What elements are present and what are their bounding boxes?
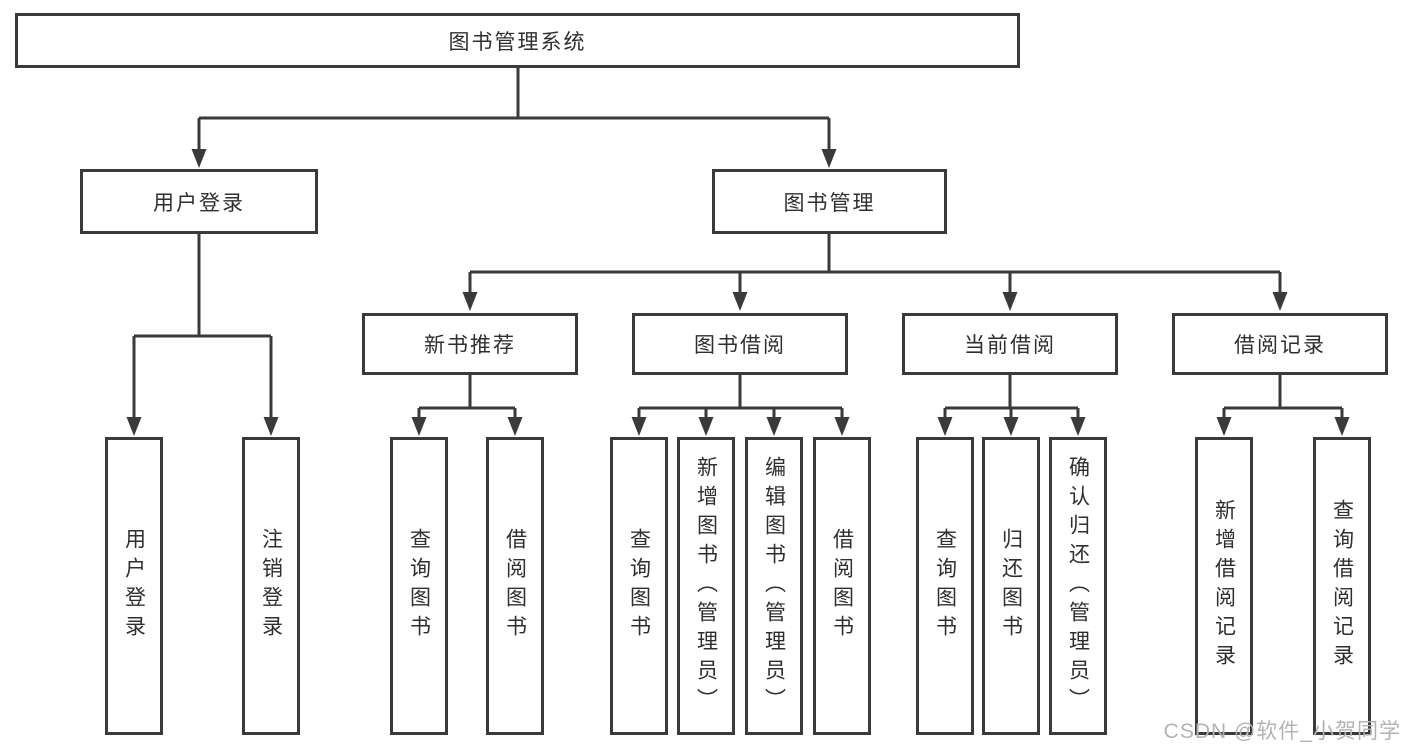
leaf-borrow-books-1: 借阅图书 bbox=[486, 437, 544, 735]
node-new-book-recommendation: 新书推荐 bbox=[362, 313, 578, 375]
node-borrowing-records: 借阅记录 bbox=[1172, 313, 1388, 375]
arrowheads bbox=[126, 149, 1350, 436]
leaf-return-books: 归还图书 bbox=[982, 437, 1040, 735]
leaf-edit-books-admin: 编辑图书（管理员） bbox=[745, 437, 803, 735]
leaf-borrow-books-1-label: 借阅图书 bbox=[503, 528, 527, 644]
leaf-query-books-3-label: 查询图书 bbox=[933, 528, 957, 644]
leaf-confirm-return-admin-label: 确认归还（管理员） bbox=[1066, 455, 1090, 717]
leaf-query-books-1: 查询图书 bbox=[390, 437, 448, 735]
leaf-edit-books-admin-label: 编辑图书（管理员） bbox=[762, 455, 786, 717]
node-user-login-branch: 用户登录 bbox=[80, 169, 318, 234]
node-root-system: 图书管理系统 bbox=[15, 13, 1020, 68]
leaf-user-login-label: 用户登录 bbox=[122, 528, 146, 644]
leaf-return-books-label: 归还图书 bbox=[999, 528, 1023, 644]
leaf-add-books-admin-label: 新增图书（管理员） bbox=[694, 455, 718, 717]
leaf-query-books-2: 查询图书 bbox=[610, 437, 668, 735]
leaf-user-login: 用户登录 bbox=[105, 437, 163, 735]
leaf-logout-label: 注销登录 bbox=[259, 528, 283, 644]
node-current-borrowing: 当前借阅 bbox=[902, 313, 1118, 375]
csdn-watermark: CSDN @软件_小贺同学 bbox=[1163, 720, 1401, 743]
leaf-query-borrow-record-label: 查询借阅记录 bbox=[1330, 499, 1354, 673]
leaf-add-books-admin: 新增图书（管理员） bbox=[677, 437, 735, 735]
leaf-add-borrow-record: 新增借阅记录 bbox=[1195, 437, 1253, 735]
leaf-query-books-2-label: 查询图书 bbox=[627, 528, 651, 644]
node-book-management-branch: 图书管理 bbox=[712, 169, 947, 234]
leaf-query-books-3: 查询图书 bbox=[916, 437, 974, 735]
leaf-borrow-books-2-label: 借阅图书 bbox=[830, 528, 854, 644]
tree-edges bbox=[132, 68, 1344, 419]
leaf-add-borrow-record-label: 新增借阅记录 bbox=[1212, 499, 1236, 673]
leaf-borrow-books-2: 借阅图书 bbox=[813, 437, 871, 735]
leaf-logout: 注销登录 bbox=[242, 437, 300, 735]
leaf-query-borrow-record: 查询借阅记录 bbox=[1313, 437, 1371, 735]
leaf-confirm-return-admin: 确认归还（管理员） bbox=[1049, 437, 1107, 735]
node-book-borrowing: 图书借阅 bbox=[632, 313, 848, 375]
leaf-query-books-1-label: 查询图书 bbox=[407, 528, 431, 644]
